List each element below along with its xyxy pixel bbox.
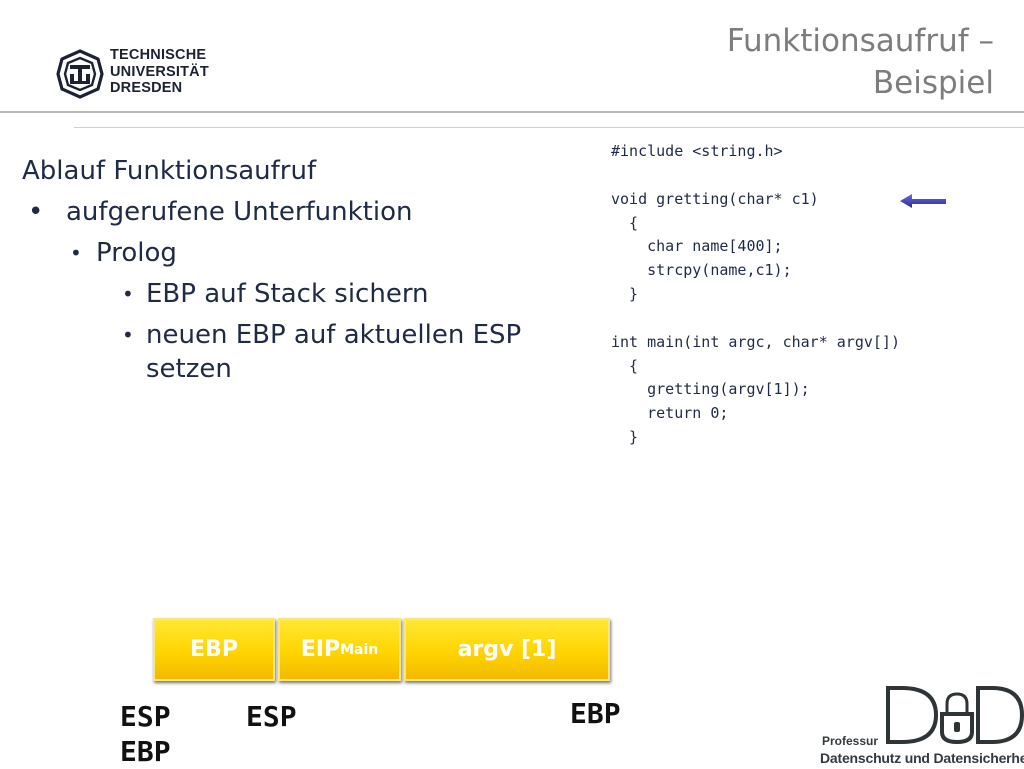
code-line: void gretting(char* c1) <box>611 189 819 208</box>
bullet-text-line-2: setzen <box>146 354 232 384</box>
code-line <box>611 164 1011 188</box>
stack-cell-argv: argv [1] <box>404 618 610 681</box>
code-listing: #include <string.h> void gretting(char* c… <box>611 140 1011 450</box>
university-name: TECHNISCHE UNIVERSITÄT DRESDEN <box>110 47 240 97</box>
bullet-item-3: • EBP auf Stack sichern <box>22 277 582 311</box>
code-line: } <box>611 428 639 447</box>
bullet-item-2: • Prolog <box>22 236 582 270</box>
slide-title: Funktionsaufruf – Beispiel <box>574 20 994 104</box>
code-line: return 0; <box>611 404 729 423</box>
stack-cell-subscript: Main <box>340 641 379 658</box>
slide-title-line-2: Beispiel <box>872 65 994 101</box>
bullet-dot: • <box>122 282 134 306</box>
register-label-ebp-left: EBP <box>120 735 171 768</box>
bullet-text-line-1: neuen EBP auf aktuellen ESP <box>146 320 522 350</box>
code-line <box>611 307 1011 331</box>
tu-dresden-logo-icon <box>56 49 104 99</box>
code-line: { <box>611 356 639 375</box>
stack-cell-label: argv [1] <box>457 637 557 662</box>
bullet-heading: Ablauf Funktionsaufruf <box>22 156 317 186</box>
bullet-text: Prolog <box>96 238 177 268</box>
code-line: int main(int argc, char* argv[]) <box>611 332 900 351</box>
bullet-text: neuen EBP auf aktuellen ESP setzen <box>146 318 521 386</box>
bullet-text: aufgerufene Unterfunktion <box>66 197 413 227</box>
code-line: char name[400]; <box>611 237 783 256</box>
register-label-ebp-right: EBP <box>570 697 621 730</box>
university-line-3: DRESDEN <box>110 80 183 96</box>
stack-cell-label: EIP <box>300 637 341 662</box>
code-line: { <box>611 213 639 232</box>
header-divider-thin <box>74 127 1024 128</box>
arrow-left-icon <box>900 194 946 208</box>
bullet-text: EBP auf Stack sichern <box>146 279 429 309</box>
bullet-list: Ablauf Funktionsaufruf • aufgerufene Unt… <box>22 154 582 393</box>
register-label-esp-mid: ESP <box>246 700 297 733</box>
code-line: gretting(argv[1]); <box>611 380 810 399</box>
code-line: strcpy(name,c1); <box>611 261 792 280</box>
bullet-dot: • <box>70 241 82 265</box>
bullet-dot: • <box>28 197 44 227</box>
dud-professur-label: Professur <box>822 734 879 748</box>
stack-cell-ebp: EBP <box>153 618 275 681</box>
university-line-2: UNIVERSITÄT <box>110 63 209 80</box>
header-divider <box>0 111 1024 113</box>
code-line: #include <string.h> <box>611 142 783 160</box>
bullet-dot: • <box>122 323 134 347</box>
code-line: } <box>611 285 639 304</box>
slide-title-line-1: Funktionsaufruf – <box>726 23 994 59</box>
bullet-item-4: • neuen EBP auf aktuellen ESP setzen <box>22 318 582 386</box>
dud-logo-icon <box>886 686 1024 745</box>
dud-chair-name: Datenschutz und Datensicherheit <box>820 750 1024 766</box>
stack-cell-label: EBP <box>190 637 238 662</box>
university-line-1: TECHNISCHE <box>110 47 207 63</box>
register-label-esp-left: ESP <box>120 700 171 733</box>
bullet-item-1: • aufgerufene Unterfunktion <box>22 195 582 229</box>
